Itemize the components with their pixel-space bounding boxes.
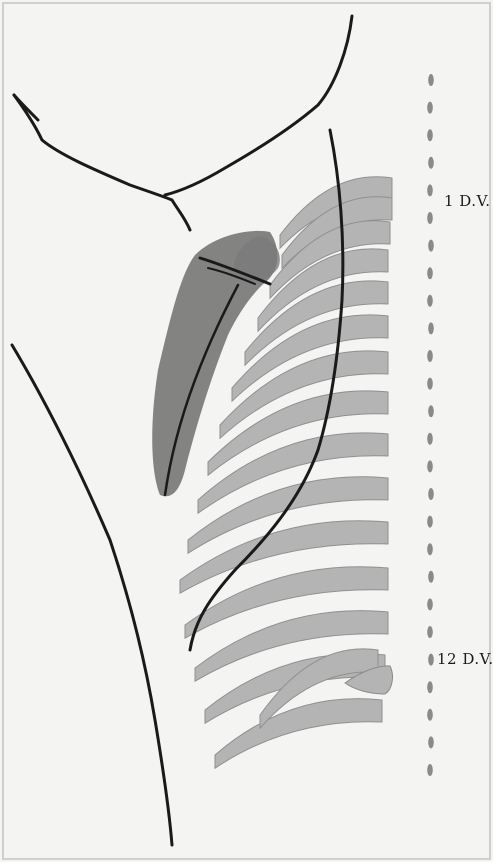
vertebra-mark-17	[427, 516, 433, 528]
vertebra-mark-22	[428, 654, 434, 666]
vertebra-mark-20	[427, 598, 433, 610]
vertebra-column	[427, 74, 434, 776]
clavicle-tip	[14, 95, 38, 120]
vertebra-mark-13	[428, 405, 434, 417]
vertebra-mark-5	[427, 184, 433, 196]
jaw-outline	[165, 16, 352, 195]
rib-15	[215, 699, 382, 769]
vertebra-1-label: 1 D.V.	[444, 192, 491, 210]
vertebra-mark-21	[427, 626, 433, 638]
vertebra-mark-16	[428, 488, 434, 500]
vertebra-12-label: 12 D.V.	[437, 650, 493, 668]
vertebra-mark-9	[427, 295, 433, 307]
body-contour-left	[12, 345, 172, 845]
shoulder-outline	[14, 95, 190, 230]
vertebra-mark-3	[427, 129, 433, 141]
vertebra-mark-25	[428, 736, 434, 748]
vertebra-mark-8	[427, 267, 433, 279]
vertebra-mark-12	[427, 378, 433, 390]
vertebra-mark-24	[427, 709, 433, 721]
vertebra-mark-7	[428, 240, 434, 252]
vertebra-mark-15	[427, 460, 433, 472]
vertebra-mark-23	[427, 681, 433, 693]
vertebra-mark-14	[427, 433, 433, 445]
vertebra-mark-10	[428, 322, 434, 334]
vertebra-mark-26	[427, 764, 433, 776]
vertebra-mark-6	[427, 212, 433, 224]
vertebra-mark-11	[427, 350, 433, 362]
vertebra-mark-18	[427, 543, 433, 555]
vertebra-mark-4	[428, 157, 434, 169]
vertebra-mark-1	[428, 74, 434, 86]
vertebra-mark-19	[428, 571, 434, 583]
vertebra-mark-2	[427, 102, 433, 114]
